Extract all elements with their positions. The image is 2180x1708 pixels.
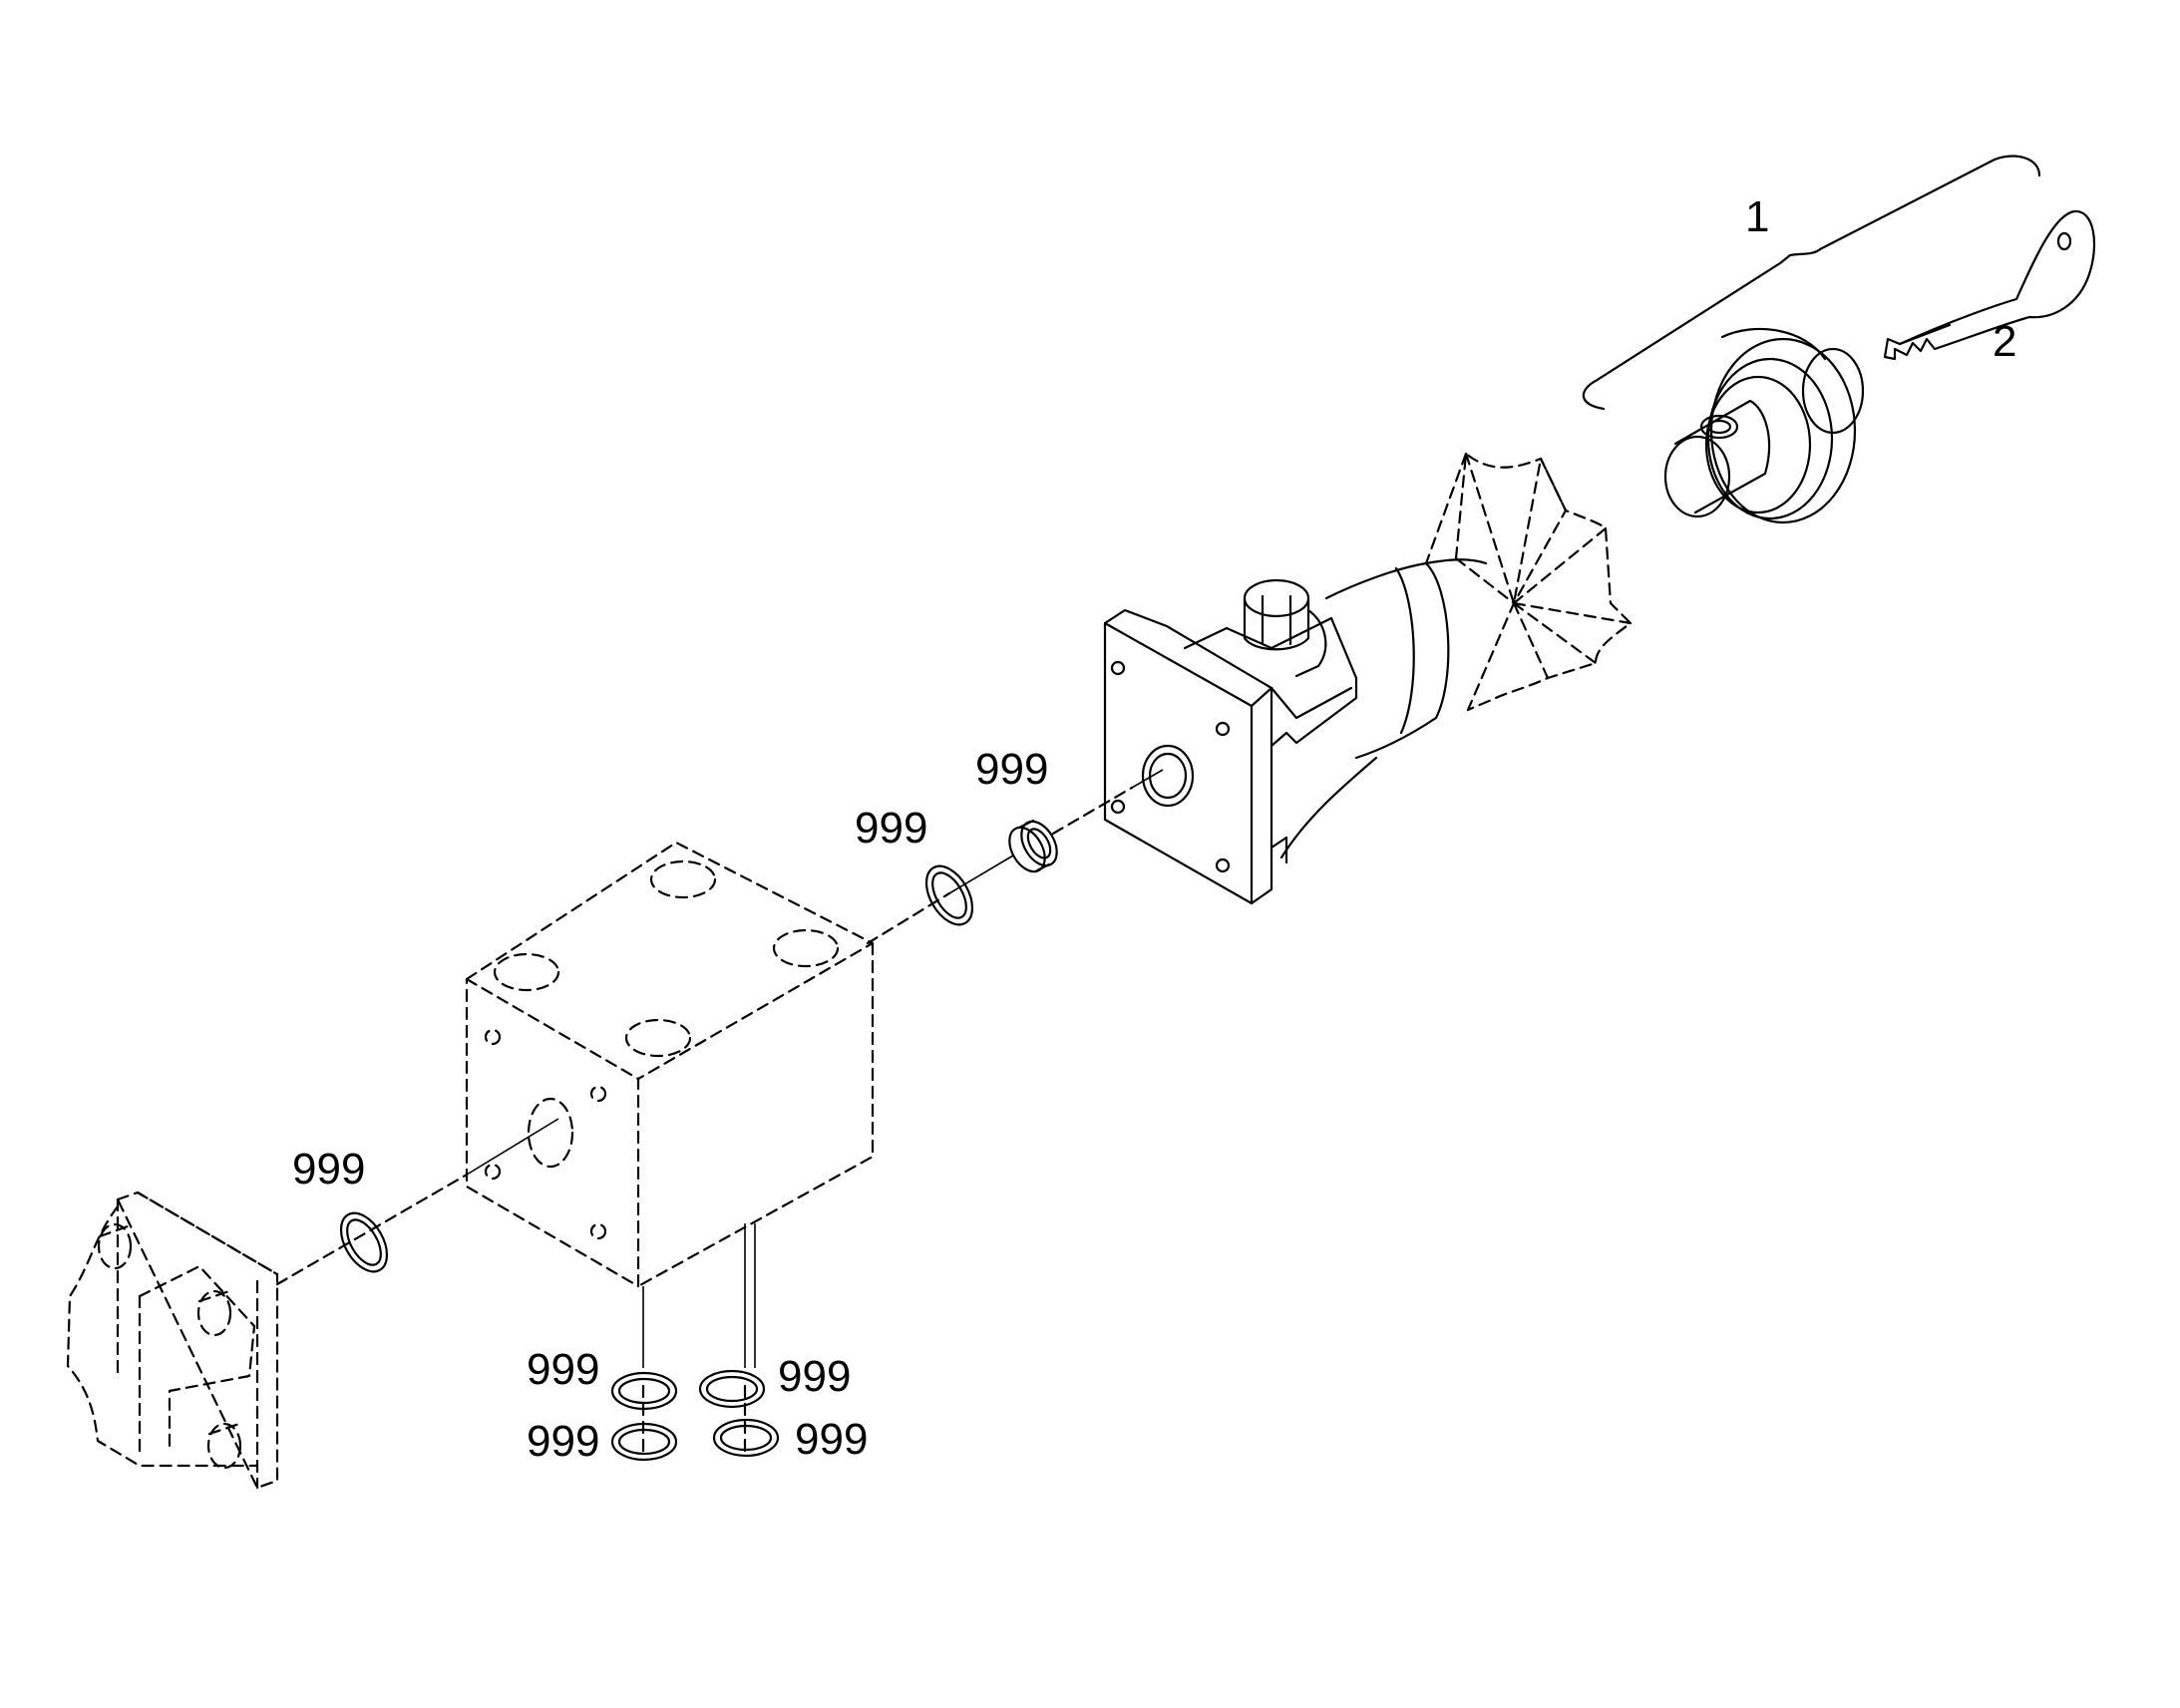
star-handle (1424, 452, 1633, 712)
callout-1: 1 (1745, 192, 1769, 241)
callout-2: 2 (1993, 317, 2016, 366)
o-ring-middle (924, 864, 974, 926)
callout-999-bottom-right-upper: 999 (778, 1352, 851, 1401)
o-ring-left (339, 1211, 389, 1273)
o-rings-bottom (610, 1369, 780, 1462)
lock-cylinder (1663, 327, 1865, 524)
item-1-bracket (1582, 155, 2041, 411)
valve-block (465, 841, 875, 1288)
callout-999-o-ring-left: 999 (292, 1145, 365, 1194)
callout-999-o-ring-middle: 999 (855, 804, 927, 853)
flange-housing (1103, 558, 1488, 905)
callout-999-bottom-left-lower: 999 (527, 1417, 599, 1466)
callout-999-bushing: 999 (975, 745, 1048, 794)
key-icon (1883, 209, 2096, 361)
callout-999-bottom-left-upper: 999 (527, 1345, 599, 1394)
callout-999-bottom-right-lower: 999 (795, 1415, 868, 1464)
bushing (1008, 819, 1058, 873)
end-cover-plate (66, 1191, 279, 1490)
